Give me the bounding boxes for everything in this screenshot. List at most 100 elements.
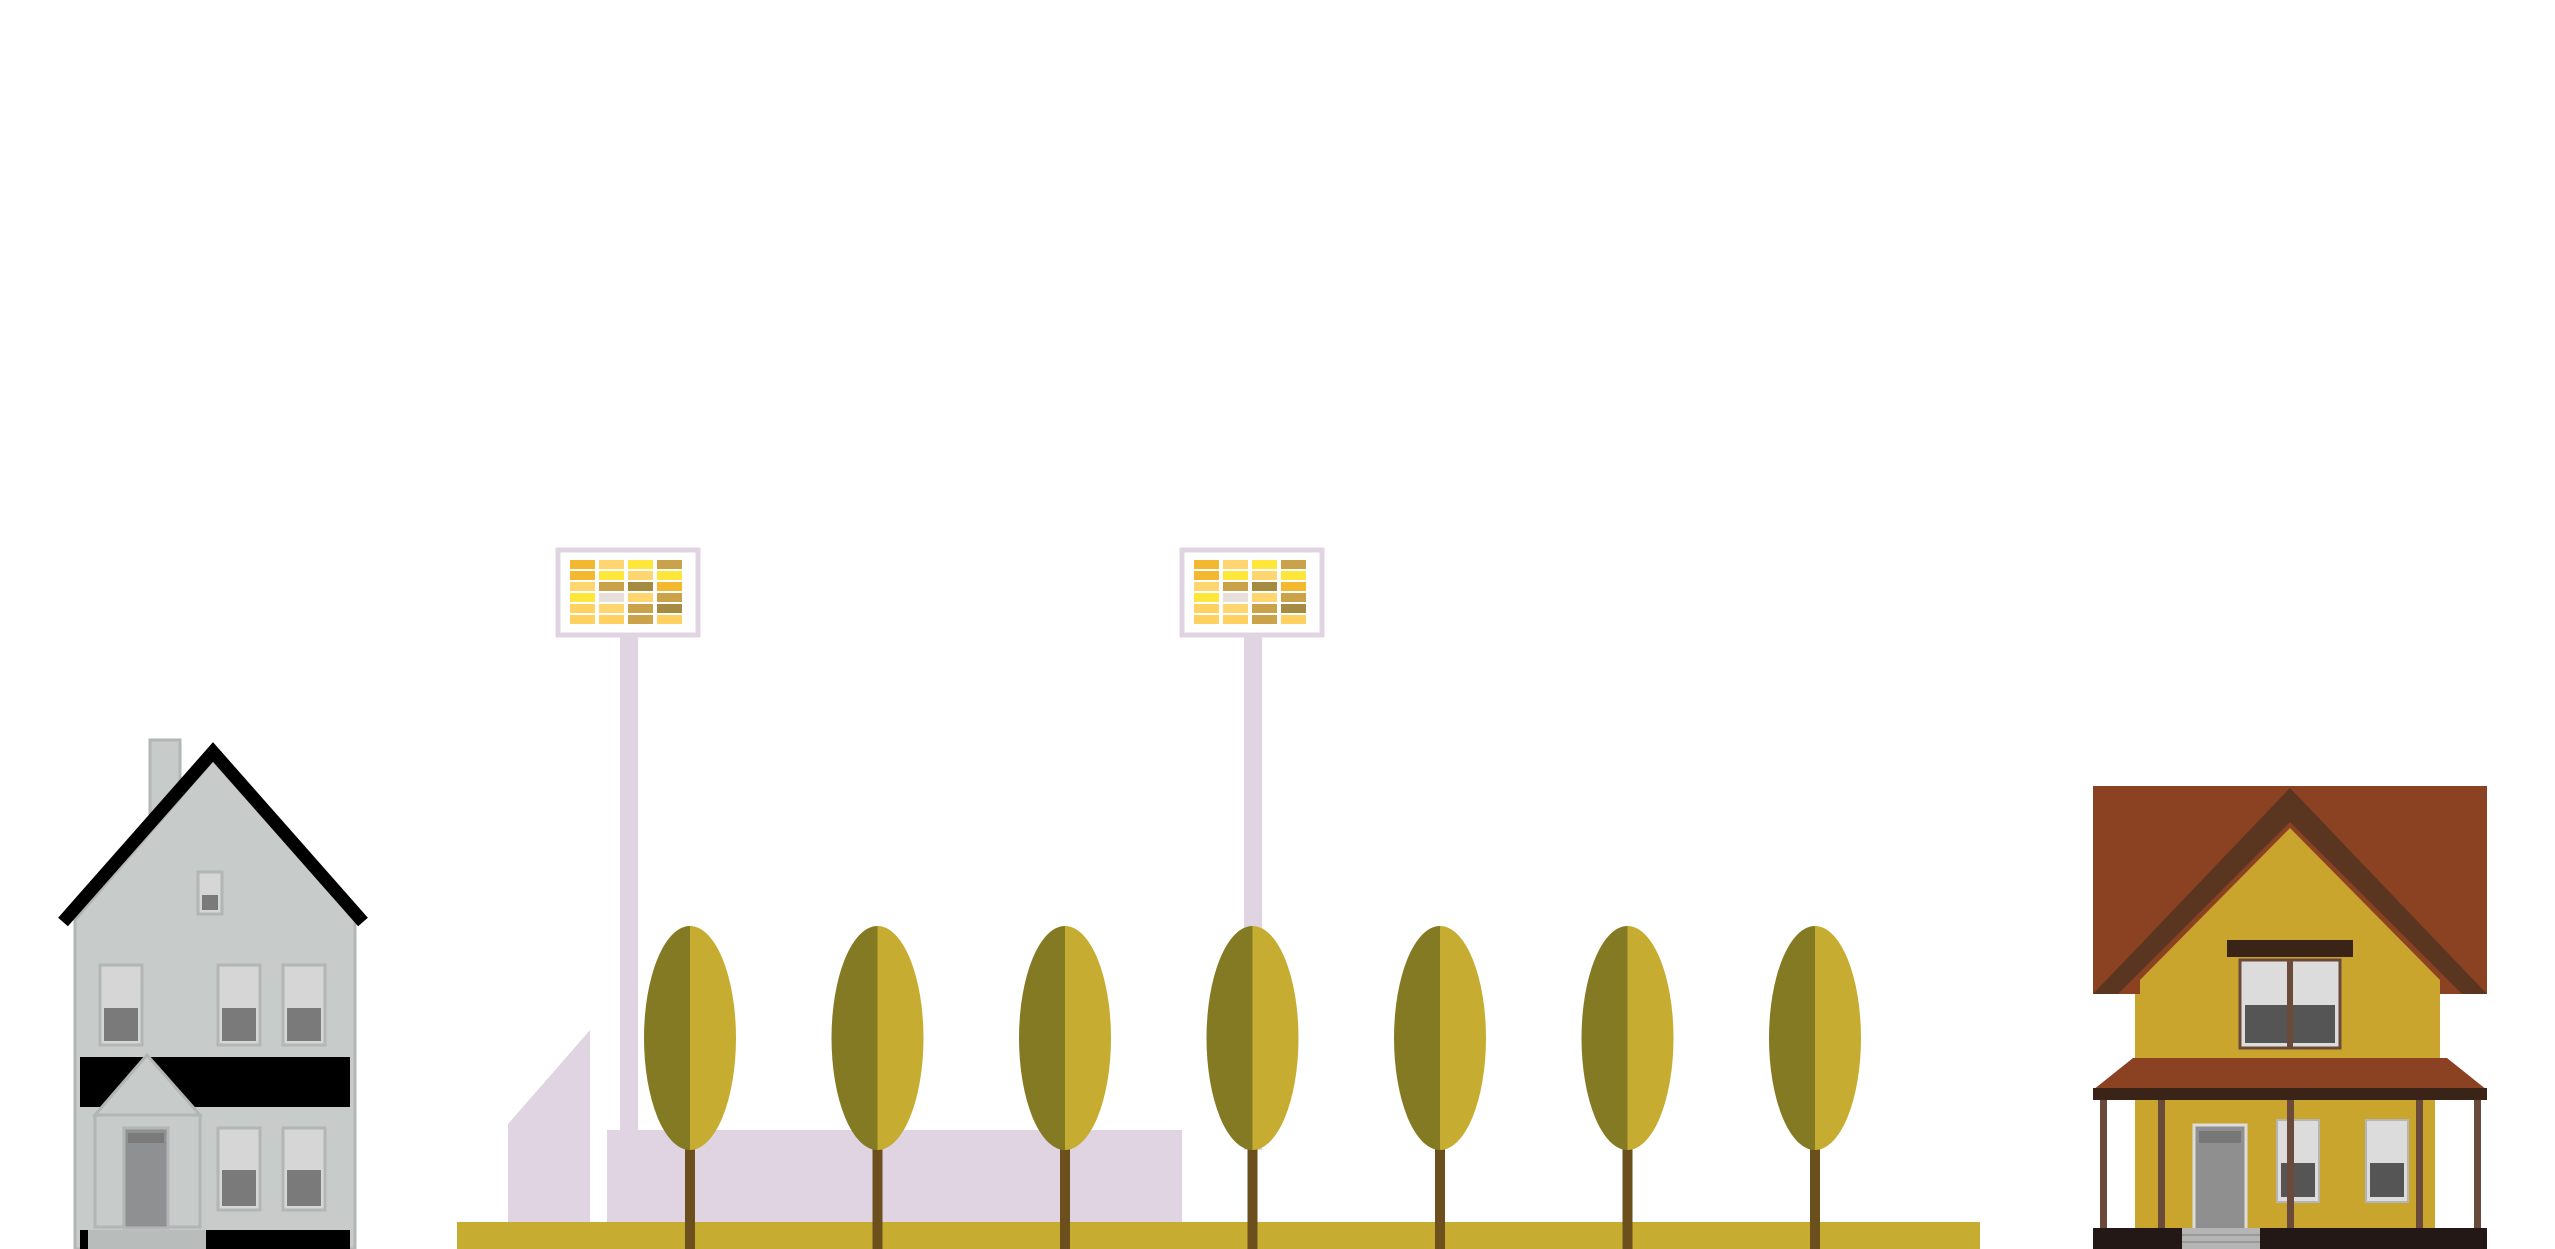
tree-row [644, 926, 1861, 1249]
light-cell [657, 560, 682, 569]
light-cell [599, 604, 624, 613]
tree [1769, 926, 1861, 1249]
door-transom [128, 1133, 164, 1143]
light-cell [628, 604, 653, 613]
tree-canopy-light [690, 926, 736, 1150]
tree-canopy-light [1065, 926, 1111, 1150]
tree-canopy-shadow [644, 926, 690, 1150]
floodlight-left [555, 547, 701, 1150]
porch-beam [2093, 1088, 2487, 1100]
light-cell [628, 582, 653, 591]
light-cell [1223, 615, 1248, 624]
floodlight-cells [1194, 560, 1306, 624]
tree-canopy-shadow [1206, 926, 1253, 1150]
light-cell [599, 593, 624, 602]
light-cell [1194, 615, 1219, 624]
light-cell [1223, 604, 1248, 613]
tree-trunk [1810, 1140, 1820, 1249]
light-cell [570, 604, 595, 613]
stadium [508, 547, 1325, 1222]
light-cell [1281, 615, 1306, 624]
light-cell [1223, 560, 1248, 569]
light-cell [1194, 604, 1219, 613]
ground-strip [457, 1222, 1980, 1249]
light-cell [1281, 560, 1306, 569]
light-cell [570, 560, 595, 569]
light-cell [1194, 582, 1219, 591]
light-cell [657, 615, 682, 624]
light-cell [1281, 593, 1306, 602]
light-cell [570, 582, 595, 591]
tree [644, 926, 736, 1249]
light-cell [657, 593, 682, 602]
front-steps [2182, 1228, 2260, 1249]
light-cell [599, 615, 624, 624]
light-cell [1194, 593, 1219, 602]
light-cell [628, 571, 653, 580]
light-cell [628, 615, 653, 624]
door-transom [2199, 1131, 2241, 1143]
tree-canopy-light [1815, 926, 1861, 1150]
light-cell [599, 571, 624, 580]
tree-trunk [1247, 1140, 1258, 1249]
light-cell [628, 593, 653, 602]
light-cell [1252, 582, 1277, 591]
porch-roof [2093, 1058, 2487, 1090]
tree-canopy-light [1627, 926, 1674, 1150]
tree-canopy-shadow [1394, 926, 1440, 1150]
floodlight-pole [620, 630, 638, 1150]
tree-canopy-light [1252, 926, 1299, 1150]
light-cell [599, 560, 624, 569]
light-cell [599, 582, 624, 591]
tree-trunk [1622, 1140, 1633, 1249]
roof-edge [2093, 788, 2487, 994]
light-cell [657, 604, 682, 613]
gray-house [58, 738, 368, 1249]
tree-trunk [685, 1140, 695, 1249]
tree [1206, 926, 1299, 1249]
light-cell [1194, 560, 1219, 569]
tree [831, 926, 924, 1249]
light-cell [1281, 582, 1306, 591]
lower-windows [216, 1126, 327, 1212]
light-cell [1252, 560, 1277, 569]
light-cell [570, 571, 595, 580]
front-steps [88, 1230, 206, 1249]
light-cell [657, 582, 682, 591]
tree-canopy-light [1440, 926, 1486, 1150]
light-cell [1252, 571, 1277, 580]
light-cell [1281, 571, 1306, 580]
yellow-house [2093, 786, 2487, 1249]
light-cell [1223, 571, 1248, 580]
light-cell [1252, 615, 1277, 624]
light-cell [1281, 604, 1306, 613]
tree [1394, 926, 1486, 1249]
light-cell [570, 593, 595, 602]
light-cell [1194, 571, 1219, 580]
tree-canopy-shadow [1019, 926, 1065, 1150]
tree-canopy-shadow [831, 926, 878, 1150]
window-hood [2227, 940, 2353, 957]
tree-canopy-light [877, 926, 924, 1150]
light-cell [570, 615, 595, 624]
tree-trunk [872, 1140, 883, 1249]
tree [1581, 926, 1674, 1249]
tree [1019, 926, 1111, 1249]
porch-posts [2100, 1100, 2481, 1228]
floodlight-cells [570, 560, 682, 624]
house-base [2093, 1228, 2487, 1249]
light-cell [1223, 593, 1248, 602]
light-cell [628, 560, 653, 569]
front-door [122, 1126, 170, 1230]
light-cell [1252, 593, 1277, 602]
tree-canopy-shadow [1581, 926, 1628, 1150]
light-cell [657, 571, 682, 580]
tree-trunk [1060, 1140, 1070, 1249]
light-cell [1223, 582, 1248, 591]
tree-trunk [1435, 1140, 1445, 1249]
tree-canopy-shadow [1769, 926, 1815, 1150]
upper-windows [98, 963, 327, 1047]
stadium-stand-left [508, 1030, 590, 1222]
